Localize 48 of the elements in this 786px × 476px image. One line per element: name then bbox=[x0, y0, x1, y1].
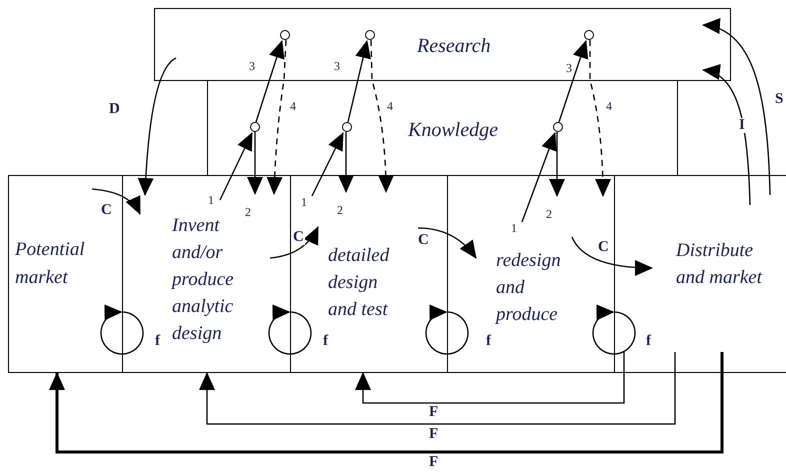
arrow bbox=[219, 132, 253, 200]
dashed-arrow bbox=[370, 40, 394, 193]
arrow bbox=[338, 132, 354, 193]
edge-label: 4 bbox=[386, 100, 394, 112]
arrow bbox=[311, 132, 344, 196]
curved-arrow bbox=[92, 188, 141, 215]
curved-arrow bbox=[270, 226, 319, 259]
loop-arrow bbox=[100, 306, 144, 355]
curved-arrow bbox=[702, 66, 751, 206]
edge-label: 3 bbox=[565, 62, 573, 74]
edge-label: I bbox=[738, 118, 746, 133]
loop-arrow bbox=[592, 306, 636, 355]
edge-label: 1 bbox=[300, 196, 308, 208]
edge-label: 2 bbox=[336, 204, 344, 216]
arrow bbox=[347, 40, 371, 122]
loop-arrow bbox=[268, 306, 312, 355]
curved-arrow bbox=[702, 20, 771, 196]
stage-label: Research bbox=[417, 34, 492, 59]
feedback-arrow bbox=[199, 352, 676, 425]
research-box bbox=[154, 8, 731, 81]
dashed-arrow bbox=[266, 40, 287, 195]
stage-label: Potential market bbox=[15, 238, 86, 290]
arrow bbox=[549, 132, 565, 197]
stage-label: Distribute and market bbox=[676, 239, 764, 290]
edge-label: 4 bbox=[289, 100, 297, 112]
edge-label: C bbox=[292, 230, 305, 245]
edge-label: 1 bbox=[510, 222, 518, 234]
curved-arrow bbox=[571, 236, 653, 276]
dashed-arrow bbox=[589, 40, 611, 197]
curved-arrow bbox=[418, 227, 477, 259]
edge-label: 2 bbox=[244, 206, 252, 218]
stage-label: detailed design and test bbox=[328, 244, 390, 322]
arrow bbox=[247, 132, 263, 195]
arrow bbox=[255, 40, 284, 122]
arrow bbox=[521, 132, 557, 222]
loop-arrow bbox=[425, 306, 469, 355]
edge-label: 4 bbox=[605, 100, 613, 112]
arrow bbox=[558, 40, 588, 122]
edge-label: 3 bbox=[333, 60, 341, 72]
edge-label: 3 bbox=[248, 60, 256, 72]
stage-box bbox=[8, 175, 123, 373]
stage-label: redesign and produce bbox=[496, 249, 562, 327]
curved-arrow bbox=[138, 57, 176, 196]
edge-label: 1 bbox=[207, 194, 215, 206]
feedback-arrow bbox=[49, 352, 724, 454]
stage-label: Knowledge bbox=[408, 118, 499, 143]
edge-label: 2 bbox=[545, 208, 553, 220]
feedback-arrow bbox=[355, 352, 625, 404]
